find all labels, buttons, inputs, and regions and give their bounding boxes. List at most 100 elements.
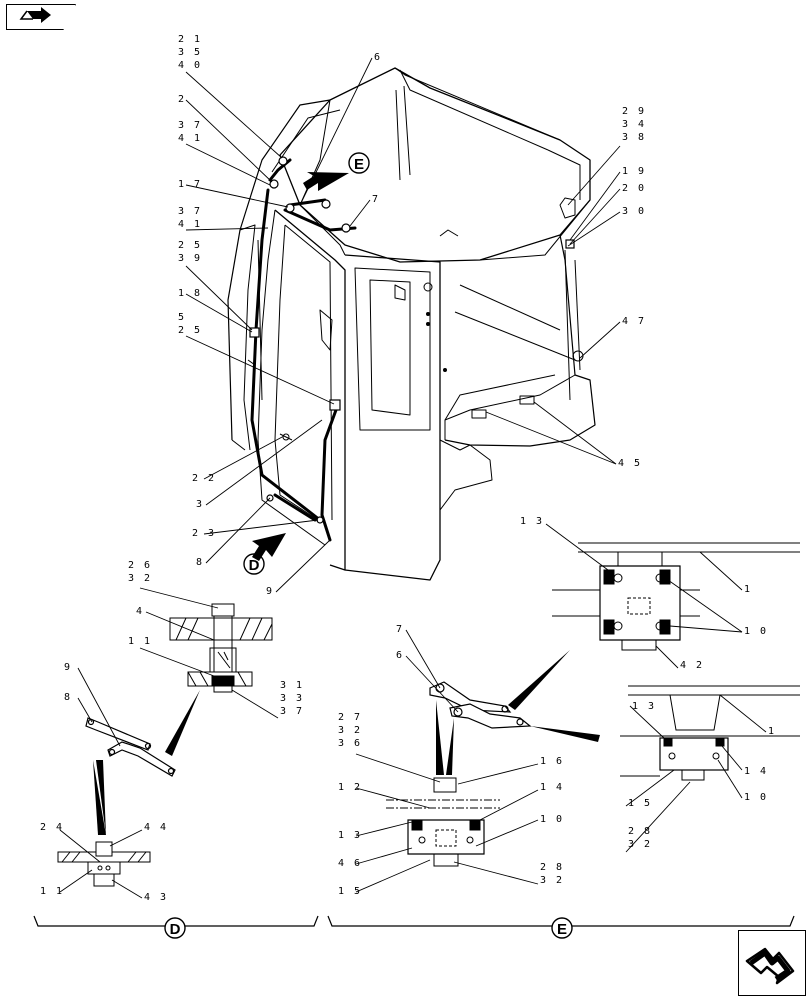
callout-label-4-0: 4 bbox=[136, 606, 144, 617]
callout-leader-21-35-40 bbox=[185, 71, 283, 159]
callout-label-5-25-0: 5 bbox=[178, 312, 186, 323]
callout-label-15-a-0: 1 5 bbox=[628, 798, 652, 809]
callout-label-6-top-0: 6 bbox=[374, 52, 382, 63]
callout-leader-23 bbox=[203, 519, 319, 535]
callout-label-27-32-36-0: 2 7 bbox=[338, 712, 362, 723]
callout-label-25-39-1: 3 9 bbox=[178, 253, 202, 264]
callout-label-28-32-b-0: 2 8 bbox=[540, 862, 564, 873]
callout-leader-1-a bbox=[699, 551, 743, 591]
callout-label-6-e-0: 6 bbox=[396, 650, 404, 661]
callout-label-37-41-b-0: 3 7 bbox=[178, 206, 202, 217]
callout-leader-9-d bbox=[77, 667, 121, 747]
callout-leader-12 bbox=[355, 787, 431, 809]
callout-label-9-top-0: 9 bbox=[266, 586, 274, 597]
callout-leader-24 bbox=[59, 829, 101, 863]
view-letter-e-section: E bbox=[557, 921, 567, 938]
next-page-arrow-icon bbox=[745, 947, 795, 985]
detail-e-upper-section bbox=[552, 542, 800, 651]
callout-label-42-0: 4 2 bbox=[680, 660, 704, 671]
callout-label-31-33-37-1: 3 3 bbox=[280, 693, 304, 704]
callout-leader-11-b bbox=[59, 869, 93, 893]
callout-leader-15-a bbox=[625, 769, 675, 807]
callout-leader-45 bbox=[533, 401, 617, 465]
callout-label-9-d-0: 9 bbox=[64, 662, 72, 673]
callout-leader-25-39 bbox=[185, 265, 253, 331]
callout-labels: 2 13 54 023 74 11 73 74 12 53 91 852 52 … bbox=[40, 34, 776, 903]
detail-e-linkage-parts bbox=[429, 681, 532, 729]
callout-label-37-41-a-0: 3 7 bbox=[178, 120, 202, 131]
callout-leader-44 bbox=[109, 829, 143, 847]
handrail-assembly bbox=[250, 158, 357, 542]
callout-label-37-41-b-1: 4 1 bbox=[178, 219, 202, 230]
callout-label-2-0: 2 bbox=[178, 94, 186, 105]
callout-label-12-0: 1 2 bbox=[338, 782, 362, 793]
callout-label-22-0: 2 2 bbox=[192, 473, 216, 484]
callout-label-26-32-1: 3 2 bbox=[128, 573, 152, 584]
section-label-d: D bbox=[164, 917, 186, 939]
cab-assembly-nav-button[interactable] bbox=[6, 4, 76, 30]
callout-label-14-b-0: 1 4 bbox=[540, 782, 564, 793]
callout-label-28-32-b-1: 3 2 bbox=[540, 875, 564, 886]
next-page-button[interactable] bbox=[738, 930, 806, 996]
callout-leader-13-c bbox=[355, 821, 413, 837]
callout-leader-47 bbox=[579, 321, 621, 359]
callout-leader-10-c bbox=[475, 819, 539, 847]
callout-label-29-34-38-2: 3 8 bbox=[622, 132, 646, 143]
callout-leader-29-34-38 bbox=[567, 145, 621, 206]
callout-label-45-0: 4 5 bbox=[618, 458, 642, 469]
detail-floor-section bbox=[57, 841, 151, 887]
callout-label-28-32-a-0: 2 8 bbox=[628, 826, 652, 837]
callout-label-10-a-0: 1 0 bbox=[744, 626, 768, 637]
callout-leader-43 bbox=[111, 879, 143, 899]
callout-leader-22 bbox=[203, 435, 285, 480]
callout-leader-2 bbox=[185, 99, 273, 183]
callout-label-14-a-0: 1 4 bbox=[744, 766, 768, 777]
callout-leader-46 bbox=[355, 847, 413, 865]
view-arrow-d: D bbox=[243, 533, 286, 575]
callout-leader-9-top bbox=[275, 539, 331, 593]
callout-leader-19 bbox=[569, 171, 621, 241]
detail-e-middle-section bbox=[620, 685, 800, 781]
callout-leaders bbox=[59, 57, 767, 899]
callout-leader-17 bbox=[185, 184, 289, 208]
callout-label-23-0: 2 3 bbox=[192, 528, 216, 539]
callout-leader-14-b bbox=[479, 789, 539, 821]
callout-label-17-0: 1 7 bbox=[178, 179, 202, 190]
callout-label-10-b-0: 1 0 bbox=[744, 792, 768, 803]
callout-leader-10-b bbox=[717, 759, 743, 799]
detail-d-leader-wedges bbox=[93, 690, 200, 835]
callout-label-15-b-0: 1 5 bbox=[338, 886, 362, 897]
callout-label-43-0: 4 3 bbox=[144, 892, 168, 903]
callout-leader-26-32 bbox=[139, 587, 219, 609]
callout-leader-8-top bbox=[205, 497, 271, 564]
callout-label-27-32-36-2: 3 6 bbox=[338, 738, 362, 749]
callout-leader-28-32-b bbox=[453, 861, 539, 885]
callout-leader-6-e bbox=[405, 655, 459, 713]
callout-label-29-34-38-1: 3 4 bbox=[622, 119, 646, 130]
callout-label-21-35-40-2: 4 0 bbox=[178, 60, 202, 71]
callout-label-20-0: 2 0 bbox=[622, 183, 646, 194]
callout-leader-27-32-36 bbox=[355, 753, 441, 783]
callout-label-37-41-a-1: 4 1 bbox=[178, 133, 202, 144]
callout-label-25-39-0: 2 5 bbox=[178, 240, 202, 251]
callout-label-5-25-1: 2 5 bbox=[178, 325, 202, 336]
callout-leader-7-e bbox=[405, 629, 441, 689]
callout-label-21-35-40-1: 3 5 bbox=[178, 47, 202, 58]
detail-bolt-section bbox=[169, 603, 273, 693]
detail-e-lower-section bbox=[386, 777, 500, 867]
callout-leader-14-a bbox=[721, 745, 743, 771]
view-letter-d-arrow: D bbox=[249, 557, 260, 574]
view-letter-e-arrow: E bbox=[354, 156, 364, 173]
callout-label-19-0: 1 9 bbox=[622, 166, 646, 177]
callout-leader-37-41-b bbox=[185, 227, 269, 231]
callout-label-1-a-0: 1 bbox=[744, 584, 752, 595]
callout-leader-3 bbox=[205, 419, 323, 506]
callout-leader-4 bbox=[145, 611, 215, 641]
callout-label-27-32-36-1: 3 2 bbox=[338, 725, 362, 736]
callout-leader-11-a bbox=[139, 647, 215, 677]
callout-leader-28-32-a bbox=[625, 781, 691, 853]
callout-label-3-0: 3 bbox=[196, 499, 204, 510]
callout-label-1-b-0: 1 bbox=[768, 726, 776, 737]
callout-label-30-0: 3 0 bbox=[622, 206, 646, 217]
